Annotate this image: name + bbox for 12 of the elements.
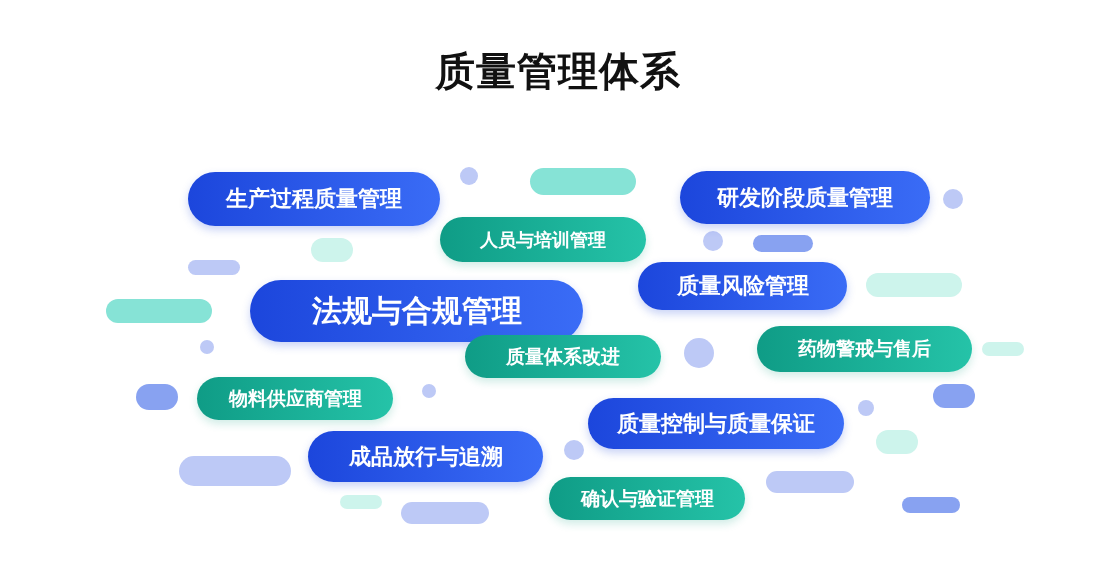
topic-pill: 生产过程质量管理 <box>188 172 440 226</box>
topic-pill: 药物警戒与售后 <box>757 326 972 372</box>
topic-pill: 人员与培训管理 <box>440 217 646 262</box>
diagram-title: 质量管理体系 <box>434 47 681 96</box>
topic-pill: 质量体系改进 <box>465 335 661 378</box>
topic-pill: 确认与验证管理 <box>549 477 745 520</box>
topic-pill: 研发阶段质量管理 <box>680 171 930 224</box>
topic-pill: 法规与合规管理 <box>250 280 583 342</box>
topic-pill: 成品放行与追溯 <box>308 431 543 482</box>
topic-pill: 物料供应商管理 <box>197 377 393 420</box>
topic-pill: 质量风险管理 <box>638 262 847 310</box>
topic-pill: 质量控制与质量保证 <box>588 398 844 449</box>
